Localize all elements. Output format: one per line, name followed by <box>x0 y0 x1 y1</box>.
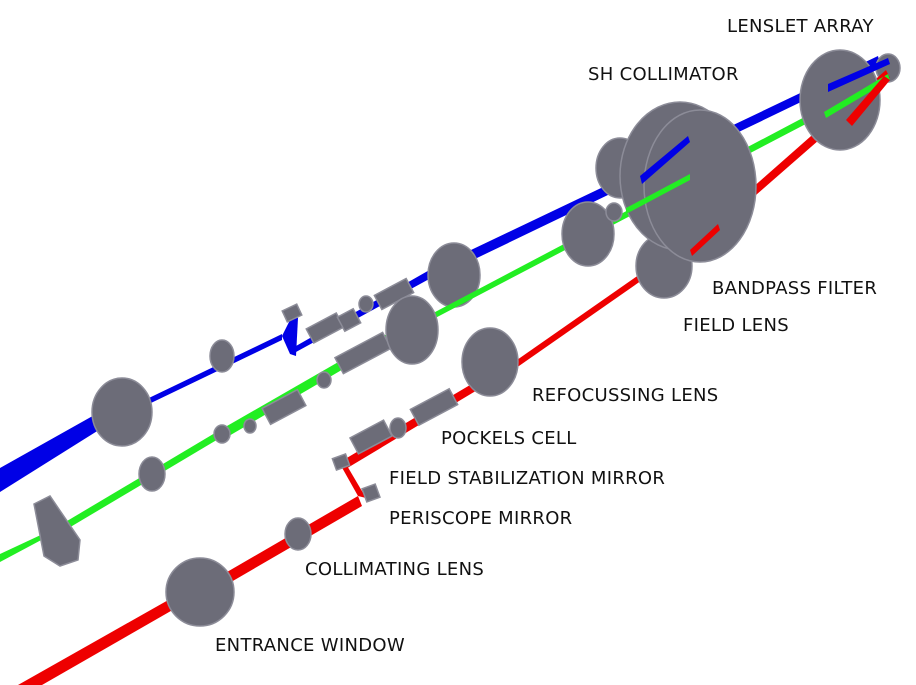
label-lenslet-array: LENSLET ARRAY <box>727 16 875 37</box>
green-refocussing-lens <box>385 295 439 365</box>
red-relay-ring <box>389 417 407 439</box>
green-entrance-window <box>33 495 81 567</box>
red-relay-housing <box>409 387 459 427</box>
green-relay-housing <box>333 331 393 375</box>
label-periscope-mirror: PERISCOPE MIRROR <box>389 508 572 529</box>
red-beam-periscope <box>340 464 366 498</box>
blue-periscope-mirror <box>281 303 303 323</box>
red-pockels-cell <box>348 419 394 455</box>
label-entrance-window: ENTRANCE WINDOW <box>215 635 405 656</box>
green-collimating-lens <box>138 456 166 492</box>
blue-channel <box>0 53 901 492</box>
labels: LENSLET ARRAY SH COLLIMATOR BANDPASS FIL… <box>215 16 877 656</box>
label-refocussing-lens: REFOCUSSING LENS <box>532 385 719 406</box>
label-field-lens: FIELD LENS <box>683 315 789 336</box>
green-beam-over-collimator <box>626 174 690 214</box>
red-collimating-lens <box>284 517 312 551</box>
blue-beam-lenslet-exit <box>828 58 890 92</box>
blue-collimating-lens <box>209 339 235 373</box>
red-beam-field-segment <box>494 256 668 382</box>
blue-beam-entrance-segment <box>0 404 118 492</box>
label-sh-collimator: SH COLLIMATOR <box>588 64 739 85</box>
blue-entrance-window <box>91 377 153 447</box>
red-periscope-mirror <box>361 483 381 503</box>
red-refocussing-lens <box>461 327 519 397</box>
label-collimating-lens: COLLIMATING LENS <box>305 559 484 580</box>
green-beam-lenslet-exit <box>824 74 890 118</box>
red-field-stabilization-mirror <box>331 453 351 471</box>
blue-beam-periscope <box>282 316 298 356</box>
red-beam-lenslet-exit <box>846 76 890 126</box>
green-periscope-ring <box>213 424 231 444</box>
label-pockels-cell: POCKELS CELL <box>441 428 577 449</box>
green-relay-ring <box>316 371 332 389</box>
blue-beam-mid-segment <box>124 334 282 416</box>
label-bandpass-filter: BANDPASS FILTER <box>712 278 877 299</box>
red-beam-entrance-segment <box>18 590 190 685</box>
blue-beam-over-collimator <box>640 136 690 184</box>
green-pockels-cell <box>261 388 307 426</box>
green-field-stab-ring <box>243 418 257 434</box>
shared-optics <box>619 49 890 263</box>
blue-relay-ring <box>358 295 374 313</box>
blue-pockels-cell-2 <box>336 307 362 333</box>
green-bandpass-filter <box>605 202 623 222</box>
red-beam-collimating-segment <box>196 496 362 600</box>
red-entrance-window <box>165 557 235 627</box>
green-field-lens <box>561 201 615 267</box>
sh-collimator-lens <box>643 109 757 263</box>
label-field-stabilization-mirror: FIELD STABILIZATION MIRROR <box>389 468 665 489</box>
red-beam-over-collimator <box>690 224 720 256</box>
red-channel <box>18 70 890 685</box>
